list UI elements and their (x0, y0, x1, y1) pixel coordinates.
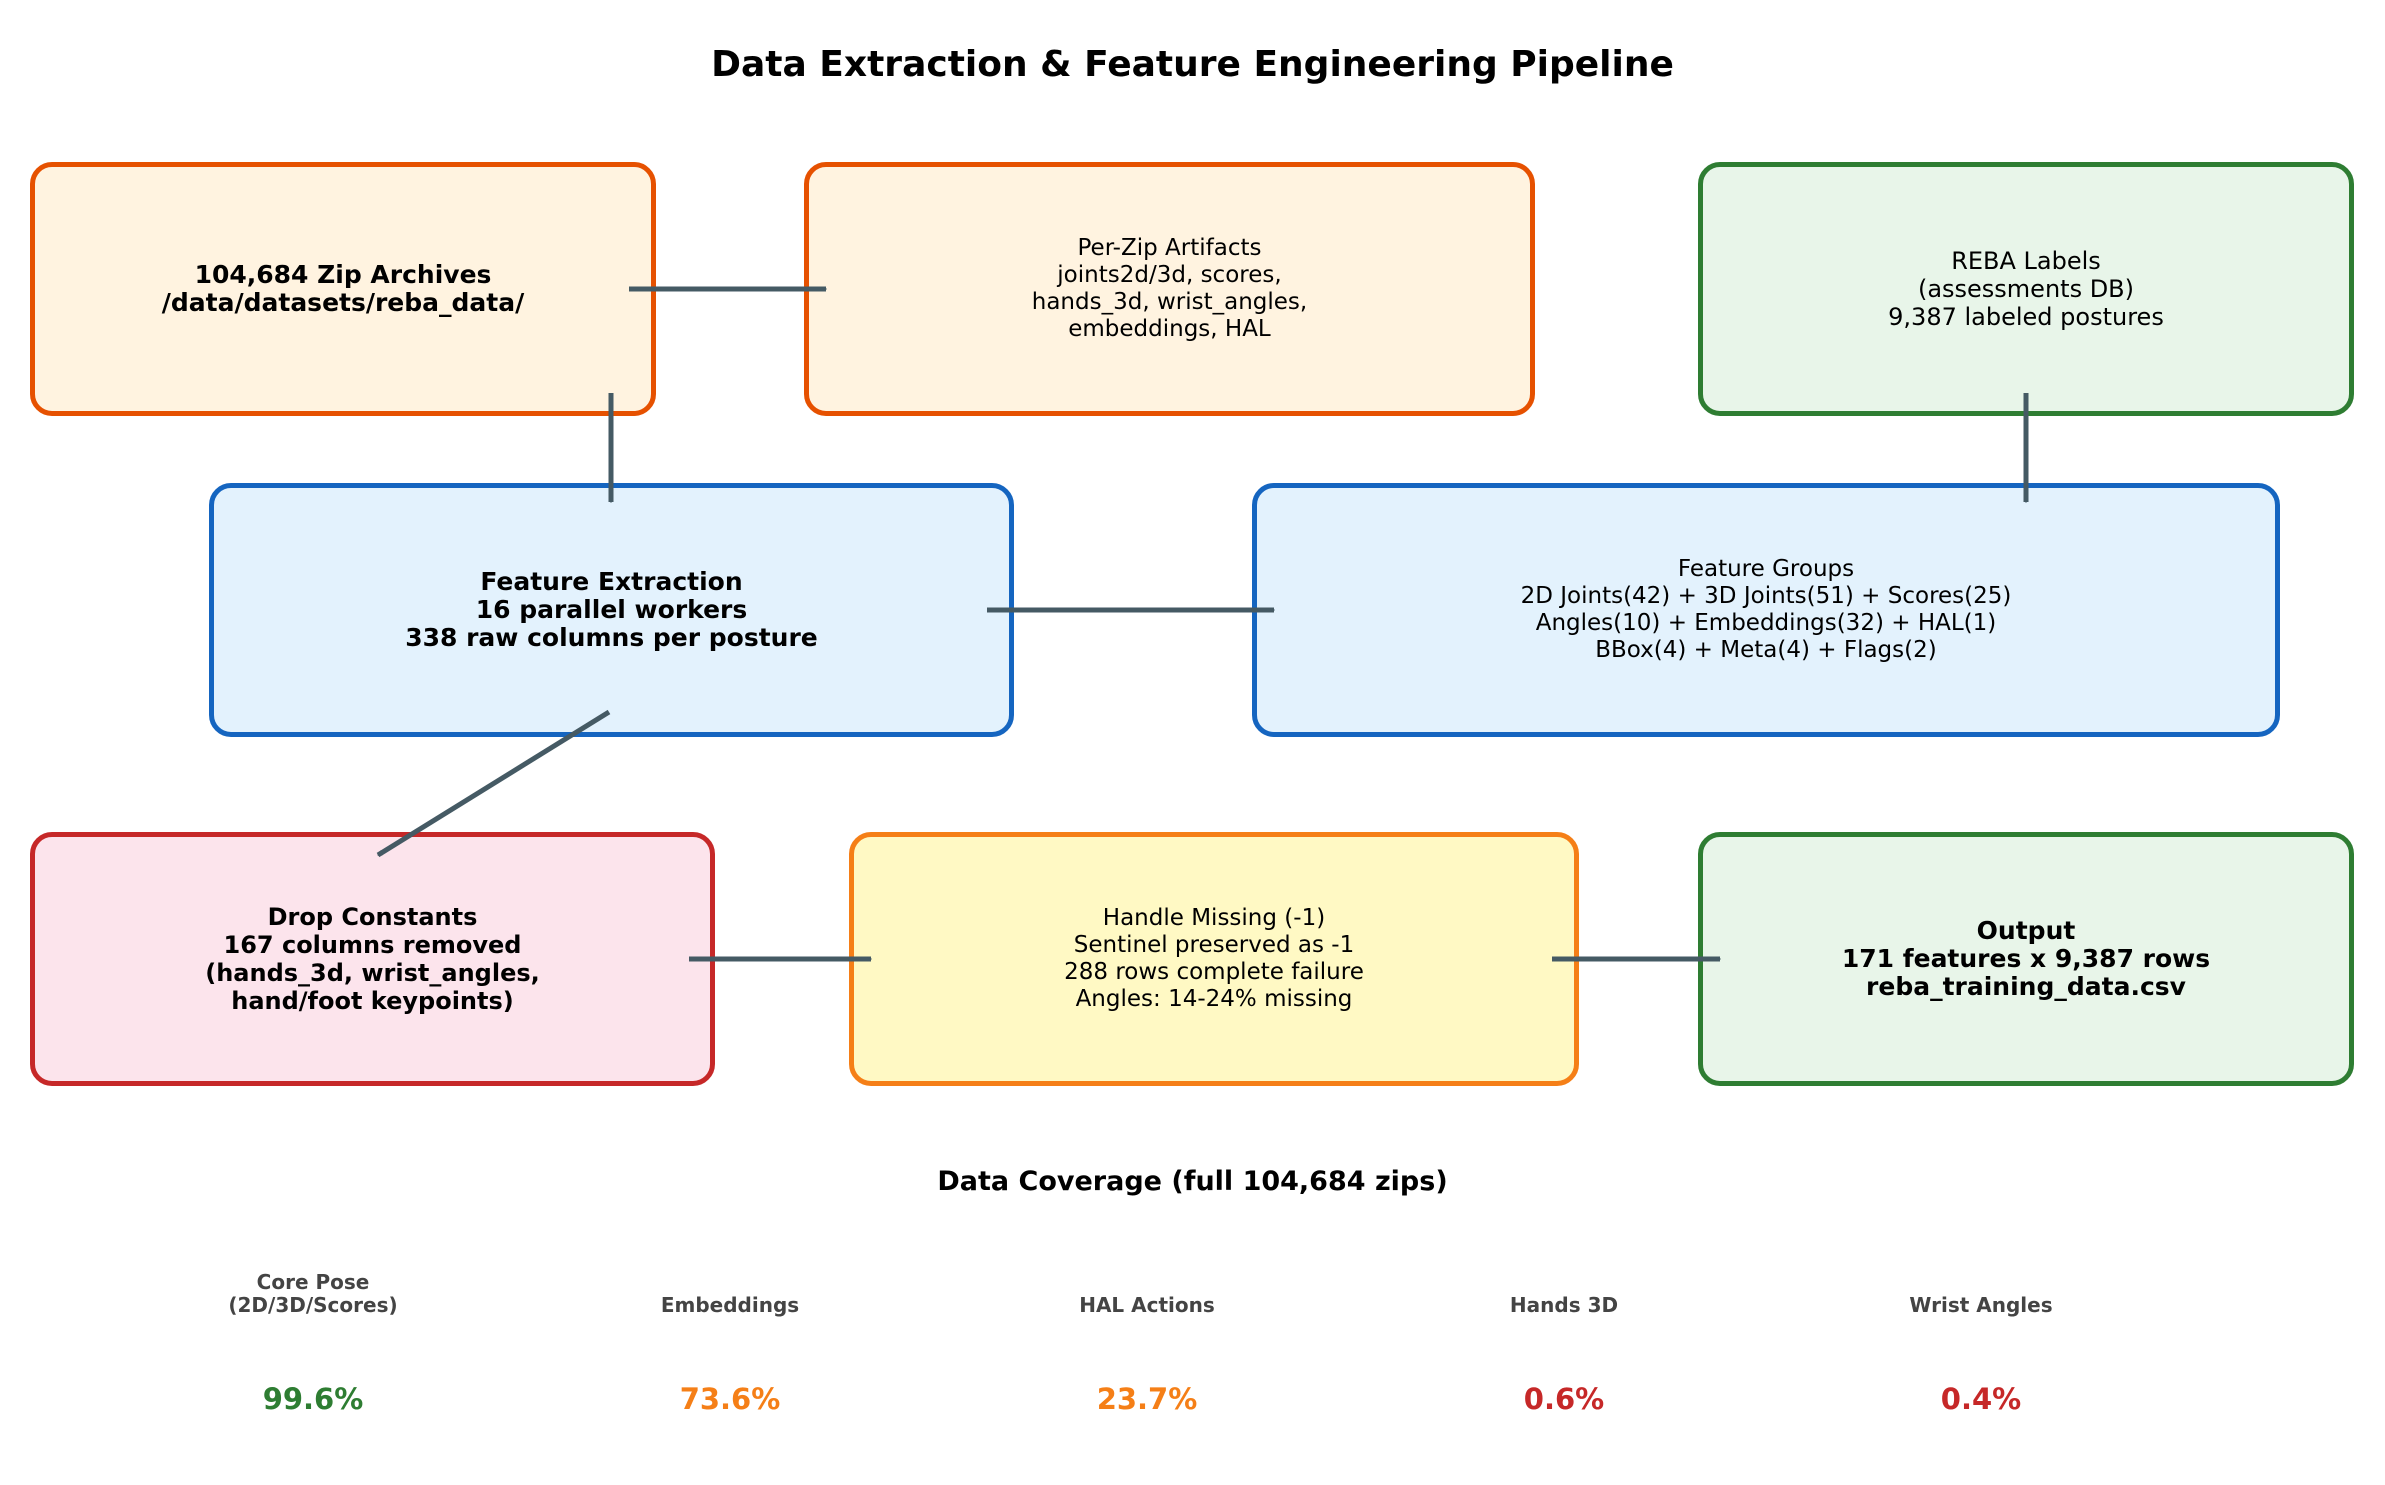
reba-labels-box: REBA Labels (assessments DB) 9,387 label… (1698, 162, 2354, 416)
feature-groups-box: Feature Groups 2D Joints(42) + 3D Joints… (1252, 483, 2280, 737)
coverage-label-wrist-angles: Wrist Angles (1909, 1293, 2053, 1317)
handle-missing-box: Handle Missing (-1) Sentinel preserved a… (849, 832, 1579, 1086)
output-box: Output 171 features x 9,387 rows reba_tr… (1698, 832, 2354, 1086)
per-zip-artifacts-box: Per-Zip Artifacts joints2d/3d, scores, h… (804, 162, 1535, 416)
zip-archives-text: 104,684 Zip Archives /data/datasets/reba… (161, 260, 525, 317)
output-text: Output 171 features x 9,387 rows reba_tr… (1841, 916, 2211, 1001)
coverage-value-wrist-angles: 0.4% (1940, 1382, 2022, 1416)
reba-labels-text: REBA Labels (assessments DB) 9,387 label… (1888, 247, 2164, 331)
drop-constants-text: Drop Constants 167 columns removed (hand… (205, 903, 540, 1015)
coverage-label-core-pose: Core Pose (2D/3D/Scores) (228, 1270, 398, 1317)
coverage-label-hal-actions: HAL Actions (1079, 1293, 1215, 1317)
feature-groups-text: Feature Groups 2D Joints(42) + 3D Joints… (1520, 556, 2012, 663)
coverage-label-embeddings: Embeddings (660, 1293, 800, 1317)
drop-constants-box: Drop Constants 167 columns removed (hand… (30, 832, 715, 1086)
coverage-label-hands-3d: Hands 3D (1509, 1293, 1619, 1317)
per-zip-artifacts-text: Per-Zip Artifacts joints2d/3d, scores, h… (1031, 235, 1308, 342)
coverage-title: Data Coverage (full 104,684 zips) (937, 1166, 1448, 1197)
arrow-extraction-to-drop (378, 709, 611, 858)
coverage-value-core-pose: 99.6% (262, 1382, 364, 1416)
coverage-value-hands-3d: 0.6% (1523, 1382, 1605, 1416)
handle-missing-text: Handle Missing (-1) Sentinel preserved a… (1064, 905, 1364, 1012)
zip-archives-box: 104,684 Zip Archives /data/datasets/reba… (30, 162, 656, 416)
coverage-value-embeddings: 73.6% (679, 1382, 781, 1416)
feature-extraction-box: Feature Extraction 16 parallel workers 3… (209, 483, 1014, 737)
feature-extraction-text: Feature Extraction 16 parallel workers 3… (405, 567, 818, 652)
diagram-title: Data Extraction & Feature Engineering Pi… (711, 44, 1674, 85)
coverage-value-hal-actions: 23.7% (1096, 1382, 1198, 1416)
